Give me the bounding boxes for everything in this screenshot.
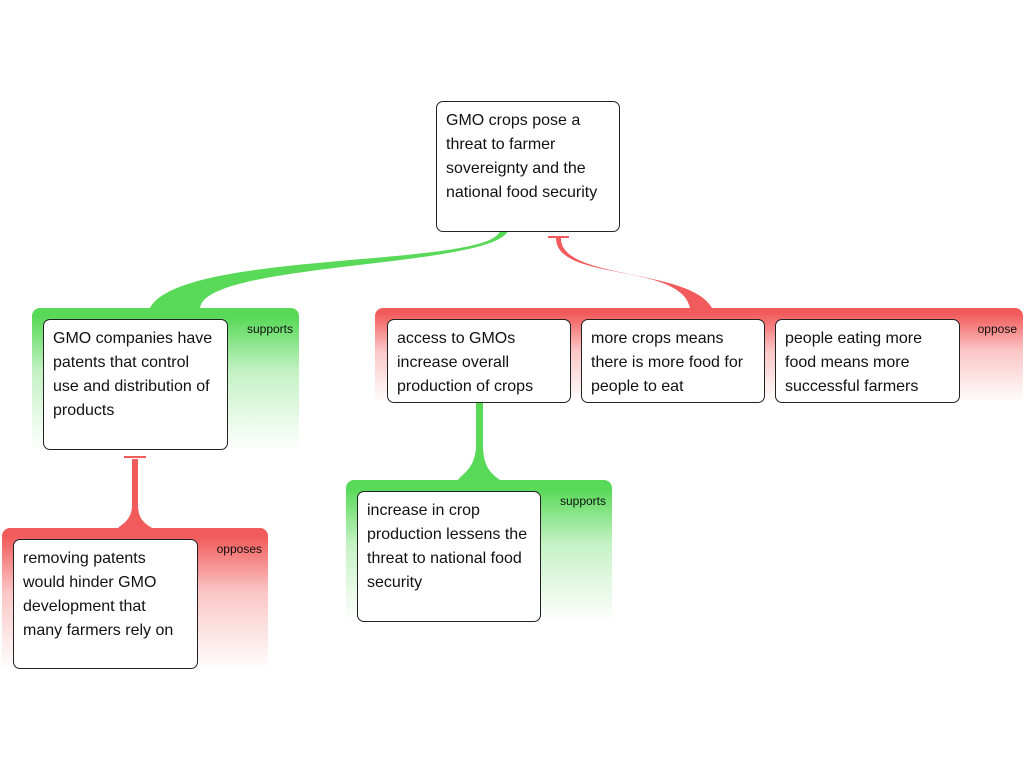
claim-node-more-crops[interactable]: more crops means there is more food for … xyxy=(581,319,765,403)
support-connector-access xyxy=(458,402,500,480)
group-label-opposes: opposes xyxy=(216,542,262,556)
oppose-connector-patents xyxy=(118,459,152,528)
claim-node-patents[interactable]: GMO companies have patents that control … xyxy=(43,319,228,450)
group-label-supports: supports xyxy=(246,322,293,336)
group-label-oppose: oppose xyxy=(977,322,1017,336)
support-connector-root xyxy=(150,231,508,308)
oppose-connector-root xyxy=(556,238,712,308)
claim-node-removing-patents[interactable]: removing patents would hinder GMO develo… xyxy=(13,539,198,669)
root-claim-node[interactable]: GMO crops pose a threat to farmer sovere… xyxy=(436,101,620,232)
claim-node-access[interactable]: access to GMOs increase overall producti… xyxy=(387,319,571,403)
claim-node-increase-production[interactable]: increase in crop production lessens the … xyxy=(357,491,541,622)
claim-node-people-eating[interactable]: people eating more food means more succe… xyxy=(775,319,960,403)
group-label-supports-access: supports xyxy=(559,494,606,508)
